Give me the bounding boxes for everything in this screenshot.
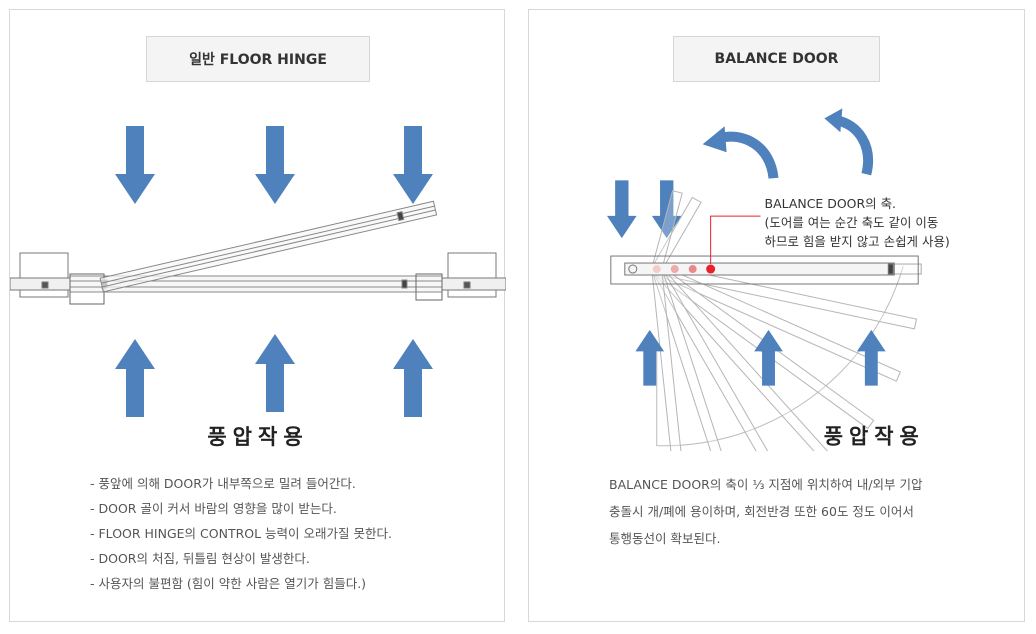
rotate-arrow-icon [835,115,873,176]
wind-arrow-down-icon [255,126,295,204]
axis-annotation-line: BALANCE DOOR의 축. [765,196,896,211]
axis-annotation-line: (도어를 여는 순간 축도 같이 이동 [765,215,939,230]
wind-arrow-down-icon [393,126,433,204]
note-item: - FLOOR HINGE의 CONTROL 능력이 오래가질 못한다. [90,526,392,541]
pivot-trace-dot [688,265,697,274]
balance-door-closed [610,255,919,285]
floor-hinge-panel: 일반 FLOOR HINGE [9,9,506,622]
pivot-trace-dot [652,265,661,274]
floor-hinge-title: 일반 FLOOR HINGE [146,36,370,82]
description-line: 충돌시 개/폐에 용이하며, 회전반경 또한 60도 정도 이어서 [609,504,914,519]
pressure-label: 풍압작용 [207,425,308,449]
door-frame-right [437,252,506,298]
axis-annotation-line: 하므로 힘을 받지 않고 손쉽게 사용) [765,234,950,249]
pivot-trace-dot [670,265,679,274]
wind-arrow-down-icon [606,180,637,239]
floor-hinge-diagram: 풍압작용 [10,126,506,449]
annotation-leader-line [710,215,761,265]
rotate-arrow-head [702,126,727,153]
floor-hinge-notes: - 풍앞에 의해 DOOR가 내부쪽으로 밀려 들어간다. - DOOR 골이 … [90,471,392,596]
balance-door-description: BALANCE DOOR의 축이 ⅓ 지점에 위치하여 내/외부 기압 충돌시 … [609,471,923,552]
wind-arrow-up-icon [115,339,155,417]
wind-arrow-up-icon [255,334,295,412]
wind-arrow-down-icon [115,126,155,204]
pivot-box-right [415,273,443,301]
balance-axis-dot [706,264,716,274]
balance-door-diagram: BALANCE DOOR의 축. (도어를 여는 순간 축도 같이 이동 하므로… [606,108,950,451]
wind-arrow-up-icon [393,339,433,417]
description-line: 통행동선이 확보된다. [609,531,721,546]
rotate-arrow-icon [717,131,779,179]
description-line: BALANCE DOOR의 축이 ⅓ 지점에 위치하여 내/외부 기압 [609,477,923,492]
balance-door-panel: BALANCE DOOR [528,9,1025,622]
door-frame-left [10,252,81,298]
door-leaf-open [99,200,438,293]
note-item: - 풍앞에 의해 DOOR가 내부쪽으로 밀려 들어간다. [90,476,356,491]
rotate-arrow-head [824,108,843,133]
note-item: - DOOR 골이 커서 바람의 영향을 많이 받는다. [90,501,337,516]
note-item: - DOOR의 처짐, 뒤틀림 현상이 발생한다. [90,551,310,566]
note-item: - 사용자의 불편함 (힘이 약한 사람은 열기가 힘들다.) [90,576,367,591]
balance-door-title: BALANCE DOOR [673,36,880,82]
pressure-label: 풍압작용 [824,425,925,449]
